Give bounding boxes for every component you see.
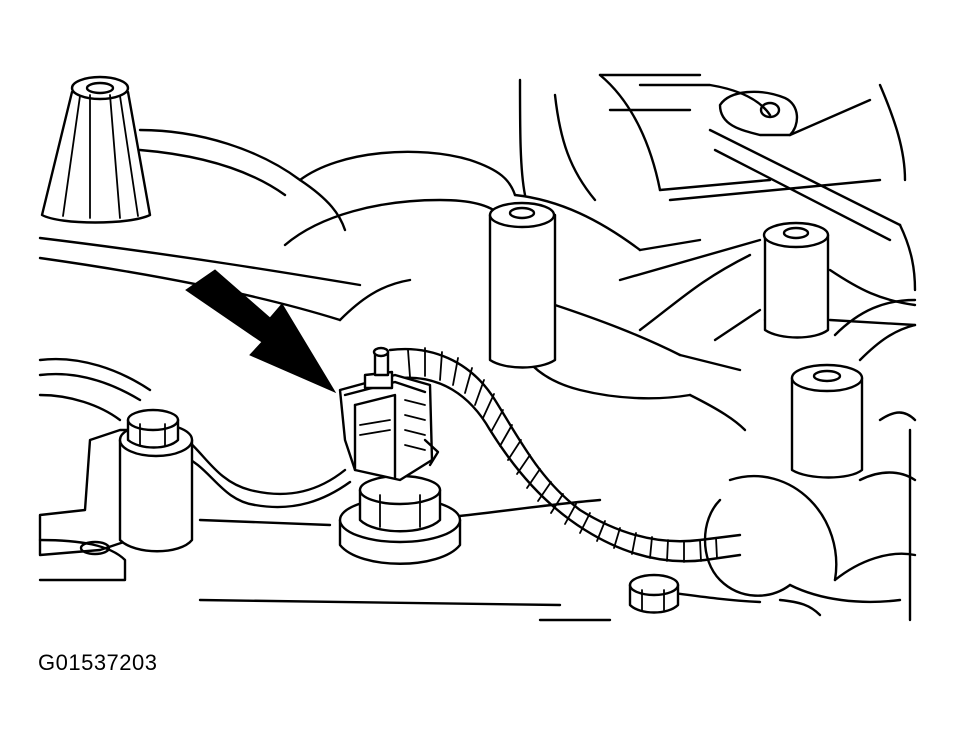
mounting-stud-right — [790, 363, 864, 479]
mounting-stud-middle — [762, 221, 830, 339]
left-bracket — [38, 357, 352, 582]
sensor-connector — [338, 346, 440, 482]
figure-code: G01537203 — [38, 650, 158, 675]
fuel-rail-stud — [40, 75, 152, 224]
arrow-icon — [185, 269, 337, 394]
loom-ribs — [407, 347, 718, 563]
mounting-stud-left — [488, 201, 557, 369]
hex-bolt — [628, 573, 680, 614]
wiring-harness — [388, 347, 742, 563]
sensor-base — [338, 474, 462, 565]
